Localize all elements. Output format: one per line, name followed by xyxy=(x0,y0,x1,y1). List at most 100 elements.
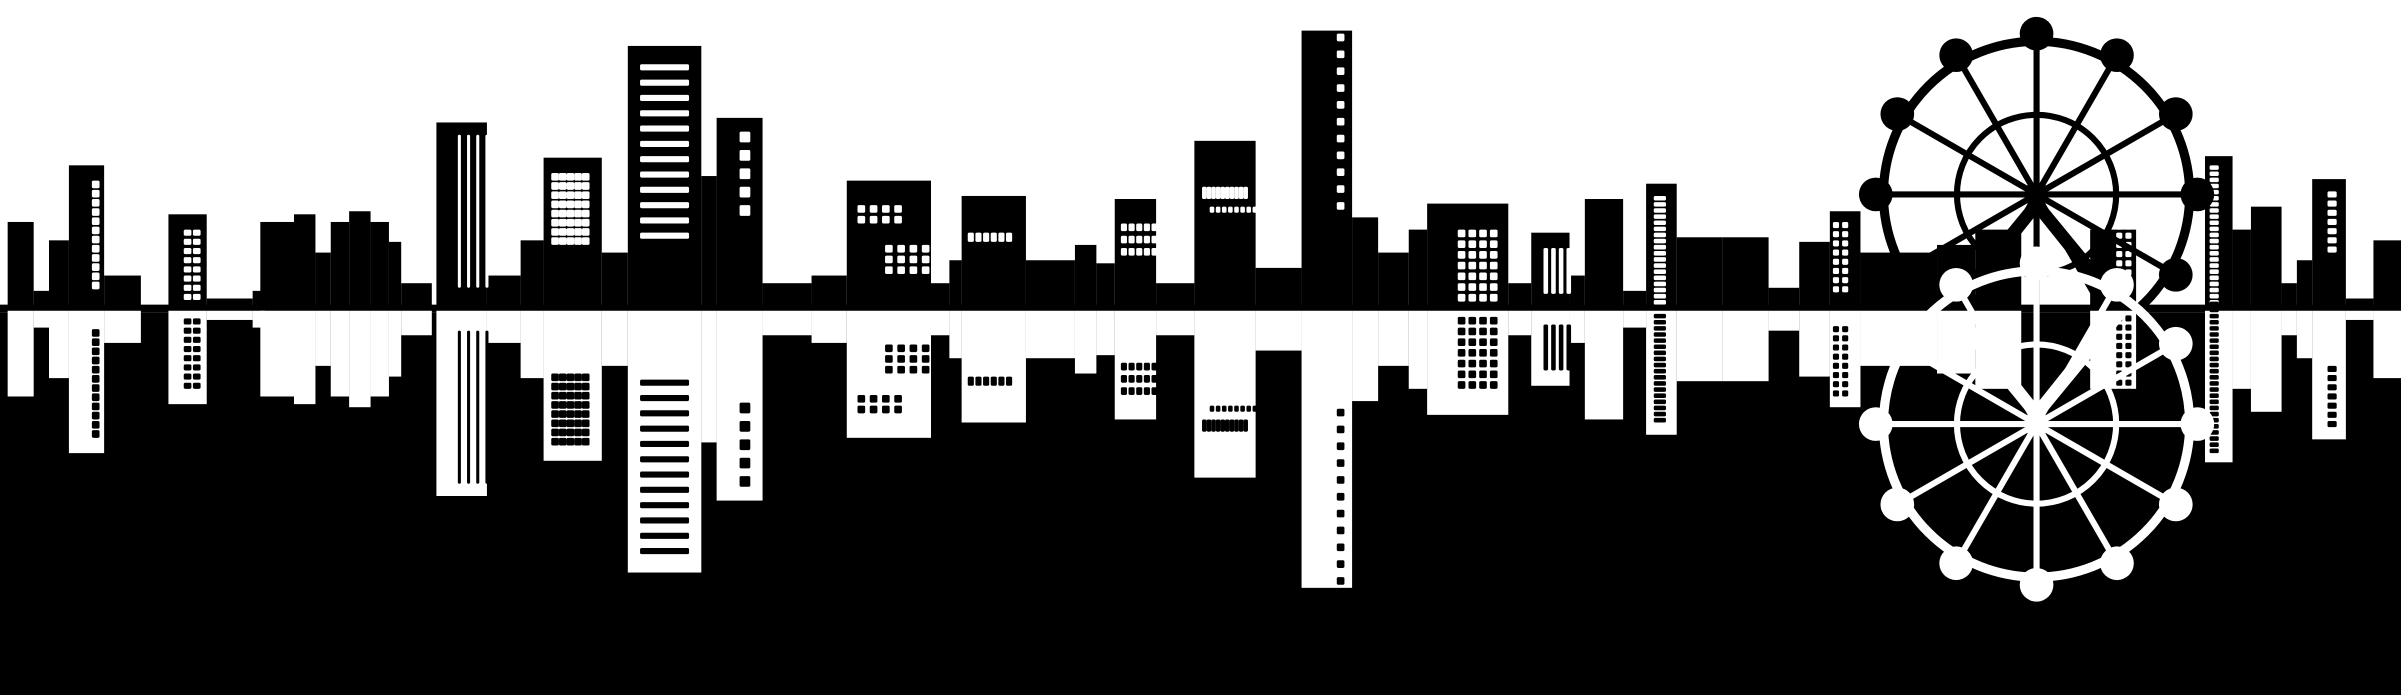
window xyxy=(551,391,559,400)
building xyxy=(1408,229,1428,308)
window xyxy=(581,191,590,200)
window xyxy=(574,419,582,428)
window xyxy=(975,232,982,242)
window xyxy=(1211,186,1216,200)
window xyxy=(1832,344,1840,351)
window xyxy=(183,345,192,353)
window xyxy=(1468,261,1477,270)
building xyxy=(206,310,253,320)
window xyxy=(640,486,690,493)
window xyxy=(1128,375,1135,383)
window xyxy=(1479,229,1487,238)
window xyxy=(1489,272,1498,281)
building xyxy=(388,241,402,308)
ferris-wheel-gondola xyxy=(1880,487,1915,522)
window xyxy=(1120,223,1127,232)
window xyxy=(1336,509,1345,518)
window xyxy=(1653,232,1666,238)
window xyxy=(998,232,1005,242)
window xyxy=(1653,375,1666,380)
ferris-wheel-gondola xyxy=(1880,257,1915,292)
window xyxy=(574,373,582,382)
window xyxy=(967,376,974,386)
window xyxy=(1479,283,1487,291)
building xyxy=(1096,310,1115,356)
building xyxy=(49,240,69,308)
window xyxy=(581,428,590,437)
window xyxy=(1151,362,1158,371)
window xyxy=(1457,370,1466,379)
window xyxy=(1489,349,1498,357)
ferris-wheel-spoke xyxy=(2033,422,2116,559)
window xyxy=(558,228,567,236)
window xyxy=(2209,375,2219,380)
window xyxy=(990,376,997,386)
window xyxy=(1468,283,1477,291)
window xyxy=(183,266,192,273)
window xyxy=(558,237,567,245)
window xyxy=(1336,442,1345,451)
window xyxy=(1206,186,1212,200)
window xyxy=(1832,335,1840,342)
window xyxy=(2125,214,2132,221)
window xyxy=(558,382,567,391)
window xyxy=(2209,220,2219,226)
window xyxy=(558,191,567,200)
building xyxy=(486,310,521,343)
building xyxy=(370,310,389,397)
window xyxy=(983,376,990,386)
window xyxy=(192,275,201,282)
window xyxy=(1653,238,1666,244)
window xyxy=(869,205,878,213)
window xyxy=(192,284,201,291)
window xyxy=(192,364,201,371)
building xyxy=(206,298,253,308)
window xyxy=(457,330,461,484)
window xyxy=(1653,332,1666,337)
window xyxy=(2116,388,2123,395)
window xyxy=(551,209,559,218)
window xyxy=(2209,269,2219,275)
window xyxy=(739,402,751,414)
window xyxy=(640,156,690,163)
window xyxy=(897,365,905,374)
window xyxy=(183,355,192,362)
window xyxy=(183,293,192,301)
window xyxy=(183,336,192,343)
window xyxy=(640,379,690,386)
window xyxy=(2209,263,2219,268)
window xyxy=(566,373,575,382)
ferris-wheel-gondola xyxy=(2100,267,2134,302)
ferris-wheel-gondola xyxy=(2019,246,2054,281)
building xyxy=(701,176,717,308)
window xyxy=(581,172,590,181)
window xyxy=(1457,349,1466,357)
window xyxy=(1842,326,1849,333)
building xyxy=(762,310,812,336)
window xyxy=(91,244,100,253)
window xyxy=(1551,324,1556,371)
window xyxy=(551,237,559,245)
ferris-wheel-gondola xyxy=(2180,407,2215,441)
window xyxy=(2209,442,2219,448)
window xyxy=(1128,235,1135,244)
window xyxy=(1229,186,1235,200)
window xyxy=(1653,244,1666,250)
window xyxy=(1136,247,1143,256)
window xyxy=(640,548,690,555)
window xyxy=(558,401,567,409)
window xyxy=(581,437,590,446)
window xyxy=(640,394,690,402)
window xyxy=(574,410,582,418)
window xyxy=(640,532,690,539)
ferris-wheel-support xyxy=(1944,312,2129,425)
building xyxy=(1531,232,1570,308)
ferris-wheel-spoke xyxy=(1902,421,2039,504)
window xyxy=(1479,240,1487,248)
building xyxy=(294,310,316,405)
window xyxy=(1336,560,1345,568)
window xyxy=(1238,186,1244,200)
skyline-reflection xyxy=(7,246,2401,602)
window xyxy=(1479,359,1487,368)
building xyxy=(1408,310,1428,389)
